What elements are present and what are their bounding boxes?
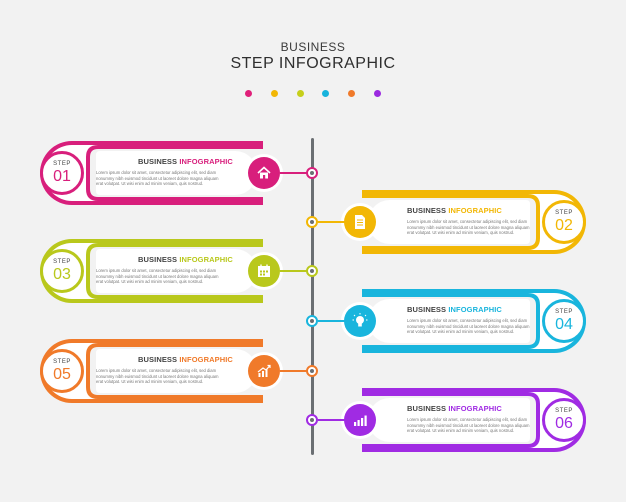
card-text: Lorem ipsum dolor sit amet, consectetur … (407, 417, 530, 433)
color-dot (297, 90, 304, 97)
step-label: STEP (53, 359, 71, 365)
growth-chart-icon (344, 404, 376, 436)
step-badge: STEP 01 (40, 151, 84, 195)
color-dot (348, 90, 355, 97)
connector-line (280, 172, 308, 174)
home-icon (248, 157, 280, 189)
card-text: Lorem ipsum dolor sit amet, consectetur … (407, 219, 530, 235)
step-number: 06 (555, 415, 573, 432)
step-number: 04 (555, 316, 573, 333)
card-title: BUSINESS INFOGRAPHIC (138, 255, 233, 264)
card-frame (360, 287, 588, 355)
card-frame (38, 237, 265, 305)
document-icon (344, 206, 376, 238)
connector-line (318, 221, 346, 223)
timeline-node (306, 365, 318, 377)
header-subtitle: BUSINESS (280, 40, 346, 54)
card-frame (360, 188, 588, 256)
color-dot (374, 90, 381, 97)
timeline-node (306, 216, 318, 228)
color-dots (0, 90, 626, 98)
timeline-node (306, 265, 318, 277)
connector-line (280, 370, 308, 372)
header-title: STEP INFOGRAPHIC (230, 55, 396, 72)
color-dot (245, 90, 252, 97)
step-label: STEP (53, 161, 71, 167)
step-number: 03 (53, 266, 71, 283)
card-text: Lorem ipsum dolor sit amet, consectetur … (96, 268, 219, 284)
step-badge: STEP 05 (40, 349, 84, 393)
step-badge: STEP 04 (542, 299, 586, 343)
step-badge: STEP 06 (542, 398, 586, 442)
card-text: Lorem ipsum dolor sit amet, consectetur … (96, 170, 219, 186)
card-title: BUSINESS INFOGRAPHIC (407, 404, 502, 413)
timeline-node (306, 315, 318, 327)
step-badge: STEP 02 (542, 200, 586, 244)
card-title: BUSINESS INFOGRAPHIC (407, 206, 502, 215)
lightbulb-icon (344, 305, 376, 337)
color-dot (271, 90, 278, 97)
timeline-node (306, 414, 318, 426)
calendar-icon (248, 255, 280, 287)
card-text: Lorem ipsum dolor sit amet, consectetur … (407, 318, 530, 334)
step-number: 01 (53, 168, 71, 185)
bar-chart-icon (248, 355, 280, 387)
color-dot (322, 90, 329, 97)
card-text: Lorem ipsum dolor sit amet, consectetur … (96, 368, 219, 384)
card-frame (360, 386, 588, 454)
connector-line (280, 270, 308, 272)
card-title: BUSINESS INFOGRAPHIC (138, 355, 233, 364)
step-label: STEP (555, 408, 573, 414)
connector-line (318, 419, 346, 421)
card-frame (38, 139, 265, 207)
timeline-line (311, 138, 314, 455)
step-number: 05 (53, 366, 71, 383)
step-label: STEP (555, 210, 573, 216)
timeline-node (306, 167, 318, 179)
card-frame (38, 337, 265, 405)
card-title: BUSINESS INFOGRAPHIC (138, 157, 233, 166)
step-label: STEP (53, 259, 71, 265)
step-number: 02 (555, 217, 573, 234)
card-title: BUSINESS INFOGRAPHIC (407, 305, 502, 314)
step-label: STEP (555, 309, 573, 315)
step-badge: STEP 03 (40, 249, 84, 293)
connector-line (318, 320, 346, 322)
